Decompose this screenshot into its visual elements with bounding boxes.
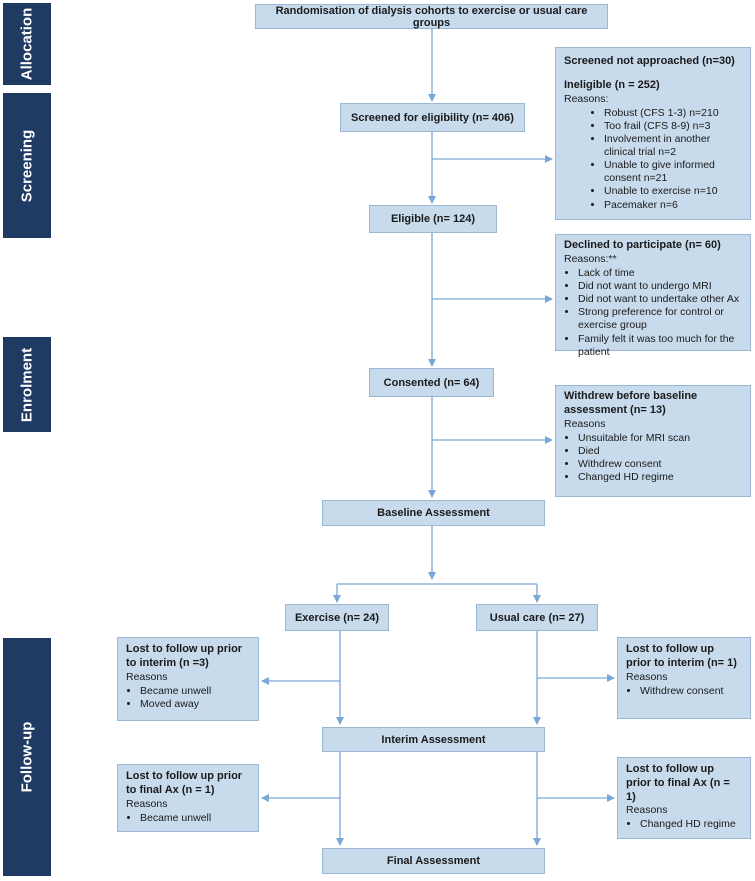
lost-exercise-interim-list: Became unwell Moved away [126, 685, 250, 711]
list-item: Pacemaker n=6 [604, 199, 742, 212]
screened-box: Screened for eligibility (n= 406) [340, 103, 525, 132]
phase-allocation: Allocation [3, 3, 51, 85]
ineligible-title: Ineligible (n = 252) [564, 78, 660, 91]
lost-exercise-final-box: Lost to follow up prior to final Ax (n =… [117, 764, 259, 832]
list-item: Withdrew consent [578, 458, 742, 471]
list-item: Too frail (CFS 8-9) n=3 [604, 120, 742, 133]
lost-usual-care-final-list: Changed HD regime [626, 818, 742, 831]
lost-usual-care-final-reasons-label: Reasons [626, 804, 668, 817]
withdrew-reasons-list: Unsuitable for MRI scan Died Withdrew co… [564, 432, 742, 485]
lost-usual-care-final-box: Lost to follow up prior to final Ax (n =… [617, 757, 751, 839]
list-item: Changed HD regime [640, 818, 742, 831]
list-item: Moved away [140, 698, 250, 711]
list-item: Involvement in another clinical trial n=… [604, 133, 742, 159]
usual-care-group-box: Usual care (n= 27) [476, 604, 598, 631]
list-item: Unsuitable for MRI scan [578, 432, 742, 445]
list-item: Withdrew consent [640, 685, 742, 698]
declined-reasons-list: Lack of time Did not want to undergo MRI… [564, 267, 742, 359]
withdrew-title: Withdrew before baseline assessment (n= … [564, 390, 698, 416]
list-item: Died [578, 445, 742, 458]
declined-reasons-label: Reasons:** [564, 252, 617, 265]
list-item: Unable to give informed consent n=21 [604, 159, 742, 185]
baseline-assessment-box: Baseline Assessment [322, 500, 545, 526]
ineligible-box: Screened not approached (n=30) Ineligibl… [555, 47, 751, 220]
lost-exercise-interim-box: Lost to follow up prior to interim (n =3… [117, 637, 259, 721]
withdrew-box: Withdrew before baseline assessment (n= … [555, 385, 751, 497]
final-assessment-box: Final Assessment [322, 848, 545, 874]
eligible-box: Eligible (n= 124) [369, 205, 497, 233]
lost-exercise-final-list: Became unwell [126, 812, 250, 825]
lost-exercise-interim-title: Lost to follow up prior to interim (n =3… [126, 643, 243, 669]
lost-exercise-final-title: Lost to follow up prior to final Ax (n =… [126, 770, 243, 796]
lost-usual-care-interim-title: Lost to follow up prior to interim (n= 1… [626, 643, 737, 669]
ineligible-reasons-list: Robust (CFS 1-3) n=210 Too frail (CFS 8-… [564, 107, 742, 212]
ineligible-reasons-label: Reasons: [564, 92, 609, 105]
phase-enrolment: Enrolment [3, 337, 51, 432]
phase-screening: Screening [3, 93, 51, 238]
list-item: Lack of time [578, 267, 742, 280]
lost-usual-care-interim-list: Withdrew consent [626, 685, 742, 698]
list-item: Family felt it was too much for the pati… [578, 333, 742, 359]
randomisation-box: Randomisation of dialysis cohorts to exe… [255, 4, 608, 29]
lost-exercise-interim-reasons-label: Reasons [126, 670, 168, 683]
declined-title: Declined to participate (n= 60) [564, 239, 721, 251]
phase-followup: Follow-up [3, 638, 51, 876]
not-approached-title: Screened not approached (n=30) [564, 55, 735, 67]
lost-usual-care-final-title: Lost to follow up prior to final Ax (n =… [626, 763, 730, 803]
interim-assessment-box: Interim Assessment [322, 727, 545, 752]
withdrew-reasons-label: Reasons [564, 417, 606, 430]
consented-box: Consented (n= 64) [369, 368, 494, 397]
lost-exercise-final-reasons-label: Reasons [126, 797, 168, 810]
list-item: Did not want to undertake other Ax [578, 293, 742, 306]
exercise-group-box: Exercise (n= 24) [285, 604, 389, 631]
list-item: Did not want to undergo MRI [578, 280, 742, 293]
declined-box: Declined to participate (n= 60) Reasons:… [555, 234, 751, 358]
list-item: Unable to exercise n=10 [604, 185, 742, 198]
list-item: Changed HD regime [578, 471, 742, 484]
lost-usual-care-interim-reasons-label: Reasons [626, 670, 668, 683]
lost-usual-care-interim-box: Lost to follow up prior to interim (n= 1… [617, 637, 751, 719]
list-item: Became unwell [140, 685, 250, 698]
list-item: Became unwell [140, 812, 250, 825]
list-item: Strong preference for control or exercis… [578, 306, 742, 332]
list-item: Robust (CFS 1-3) n=210 [604, 107, 742, 120]
